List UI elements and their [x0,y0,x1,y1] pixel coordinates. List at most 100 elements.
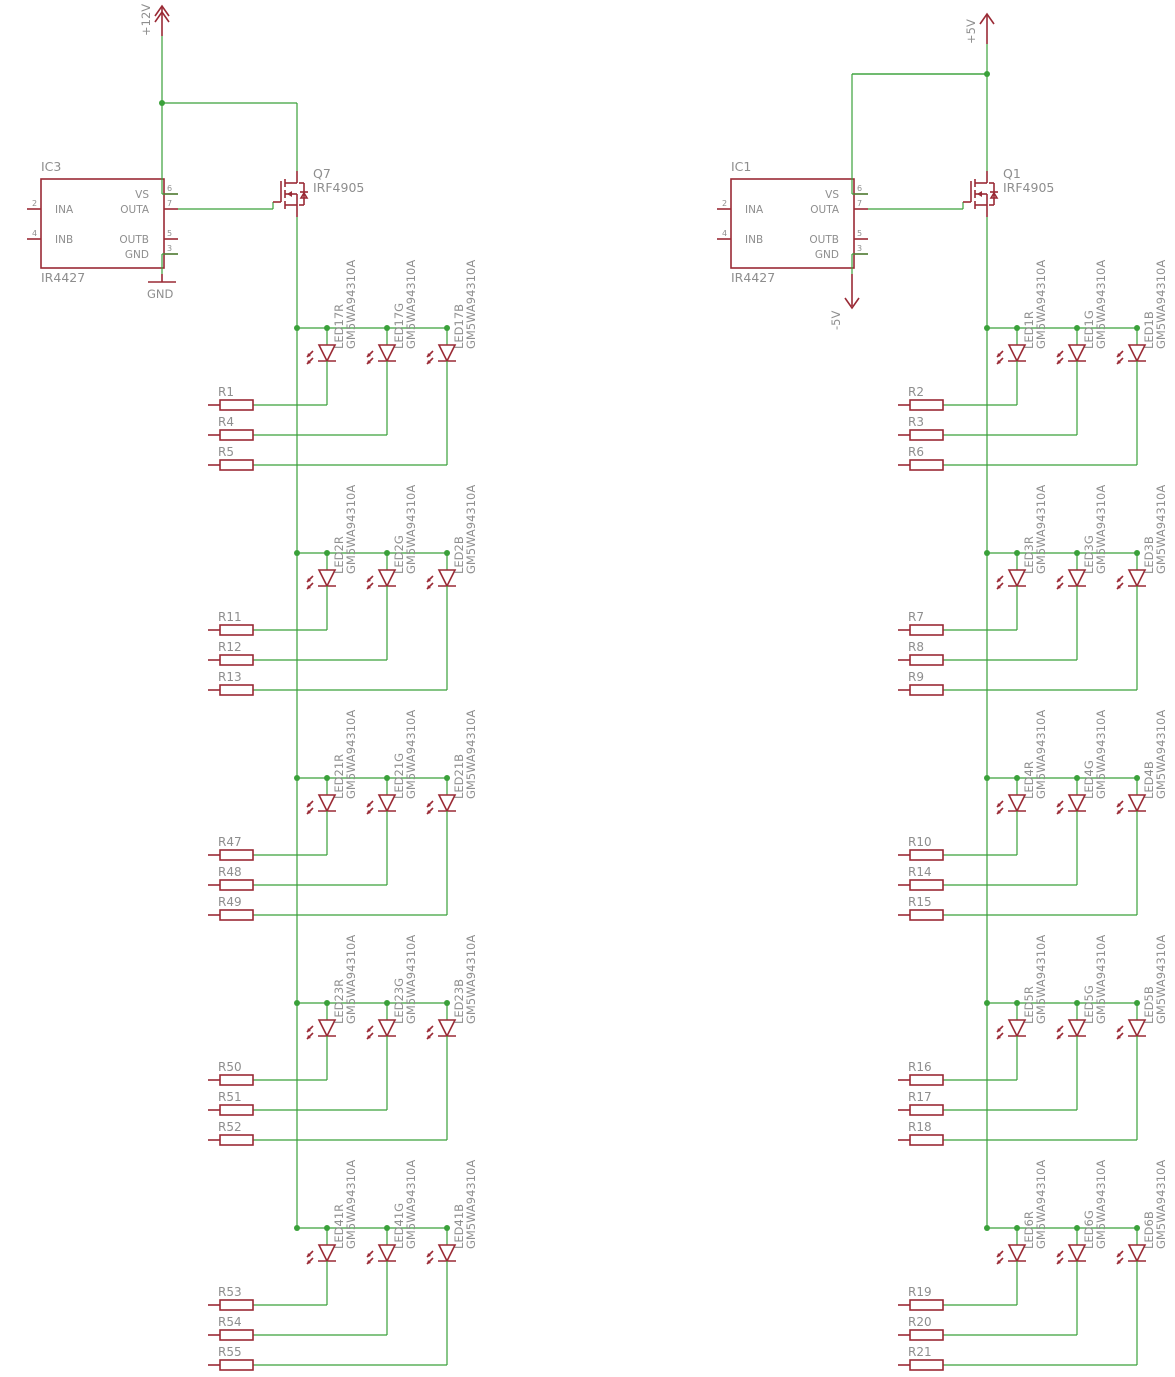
led-name-label: LED41R [332,1204,346,1249]
led-group: LED1RGM5WA94310AR2LED1GGM5WA94310AR3LED1… [898,260,1168,471]
led-triangle [437,1244,457,1263]
led-arrow-head [1117,1260,1121,1264]
ic-pin-label: INA [745,204,764,216]
led-part-label: GM5WA94310A [1154,260,1168,349]
junction-dot [984,1225,990,1231]
led-arrow-head [1117,578,1121,582]
led-name-label: LED6G [1082,1210,1096,1249]
ic-pin-label: OUTA [810,204,840,216]
led-arrow-head [427,353,431,357]
led-name-label: LED21B [452,754,466,799]
pin-number: 3 [857,244,862,253]
resistor-symbol: R50 [208,1060,254,1086]
led-arrow-head [367,1253,371,1257]
led-arrow-head [1057,1260,1061,1264]
led-arrow-head [1117,803,1121,807]
led-part-label: GM5WA94310A [404,935,418,1024]
led-arrow-head [307,1253,311,1257]
resistor-symbol: R52 [208,1120,254,1146]
resistor-label: R8 [908,640,924,654]
led-name-label: LED23G [392,978,406,1024]
led-arrow-head [997,353,1001,357]
led-triangle [437,569,457,588]
led-triangle [377,1019,397,1038]
ic-name-label: IC3 [41,159,61,174]
resistor-body [219,399,254,411]
resistor-symbol: R10 [898,835,944,861]
resistor-symbol: R14 [898,865,944,891]
led-arrow-head [997,1028,1001,1032]
resistor-symbol: R21 [898,1345,944,1371]
led-arrow-head [1057,810,1061,814]
fet-part-label: IRF4905 [313,180,364,195]
led-arrow-head [997,803,1001,807]
led-arrow-head [997,585,1001,589]
led-group: LED4RGM5WA94310AR10LED4GGM5WA94310AR14LE… [898,710,1168,921]
led-group: LED5RGM5WA94310AR16LED5GGM5WA94310AR17LE… [898,935,1168,1146]
led-name-label: LED6B [1142,1211,1156,1249]
ic-name-label: IC1 [731,159,751,174]
resistor-body [909,879,944,891]
junction-dot [294,775,300,781]
led-group: LED41RGM5WA94310AR53LED41GGM5WA94310AR54… [208,1160,478,1371]
ic-pin-label: VS [825,189,839,201]
pin-number: 5 [167,229,172,238]
resistor-body [909,1074,944,1086]
junction-dot [294,1000,300,1006]
led-part-label: GM5WA94310A [1094,485,1108,574]
led-arrow-head [997,1260,1001,1264]
led-group: LED3RGM5WA94310AR7LED3GGM5WA94310AR8LED3… [898,485,1168,696]
led-name-label: LED17R [332,304,346,349]
fet-diode [989,191,999,199]
led-name-label: LED5B [1142,986,1156,1024]
led-arrow-head [1117,585,1121,589]
led-triangle [1067,344,1087,363]
led-arrow-head [1057,1035,1061,1039]
resistor-symbol: R5 [208,445,254,471]
led-part-label: GM5WA94310A [1034,710,1048,799]
resistor-symbol: R13 [208,670,254,696]
resistor-symbol: R54 [208,1315,254,1341]
led-triangle [1007,569,1027,588]
led-arrow-head [427,360,431,364]
resistor-body [909,459,944,471]
resistor-body [219,879,254,891]
led-name-label: LED2B [452,536,466,574]
ic-pin-label: OUTB [809,234,839,246]
resistor-body [219,624,254,636]
resistor-label: R11 [218,610,242,624]
resistor-label: R54 [218,1315,242,1329]
led-part-label: GM5WA94310A [1154,1160,1168,1249]
led-part-label: GM5WA94310A [464,260,478,349]
resistor-body [909,1299,944,1311]
junction-dot [294,325,300,331]
led-triangle [377,1244,397,1263]
resistor-body [909,1329,944,1341]
ic-pin-label: OUTB [119,234,149,246]
resistor-label: R7 [908,610,924,624]
led-triangle [317,1244,337,1263]
led-arrow-head [427,585,431,589]
led-arrow-head [997,578,1001,582]
junction-dot [984,325,990,331]
led-part-label: GM5WA94310A [1094,710,1108,799]
led-name-label: LED2G [392,535,406,574]
led-triangle [1007,344,1027,363]
resistor-symbol: R49 [208,895,254,921]
led-name-label: LED4G [1082,760,1096,799]
led-arrow-head [427,1260,431,1264]
resistor-symbol: R8 [898,640,944,666]
led-part-label: GM5WA94310A [1034,1160,1048,1249]
supply-label: +12V [139,4,153,36]
resistor-symbol: R1 [208,385,254,411]
led-part-label: GM5WA94310A [464,485,478,574]
led-arrow-head [367,1035,371,1039]
resistor-label: R53 [218,1285,242,1299]
led-part-label: GM5WA94310A [1034,260,1048,349]
led-name-label: LED17B [452,304,466,349]
led-arrow-head [1057,1028,1061,1032]
